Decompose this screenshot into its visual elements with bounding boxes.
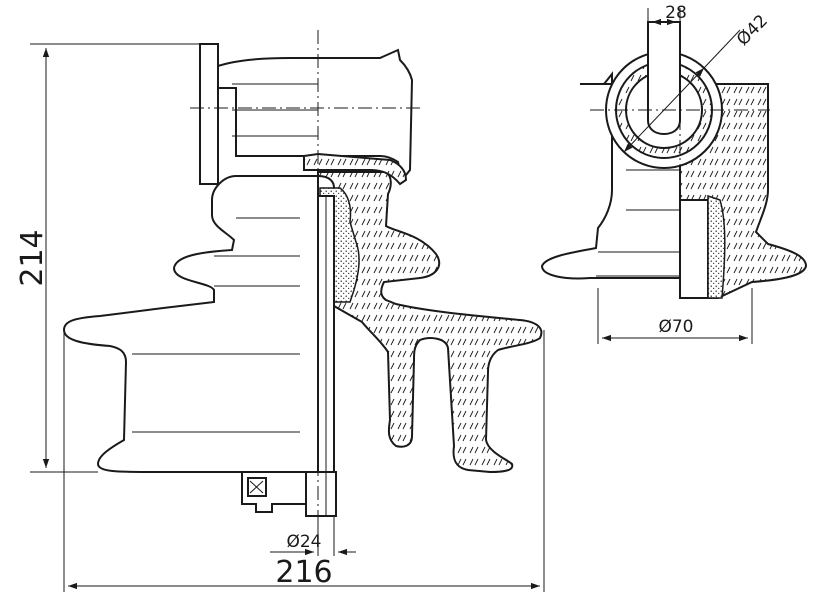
porcelain-section [317, 171, 543, 474]
detail-slot [647, 21, 681, 136]
pin-lower-end [305, 471, 337, 517]
rod-diameter-label: Ø24 [286, 532, 321, 552]
width-label: 216 [275, 555, 332, 590]
top-width-label: 28 [665, 3, 687, 23]
detail-lines [596, 169, 680, 277]
porcelain-body-exterior [62, 175, 319, 473]
top-flange [199, 43, 219, 185]
cap-diameter-label: Ø42 [733, 11, 772, 50]
shed-lines [132, 217, 300, 433]
main-view [62, 30, 543, 530]
bolt-icon [249, 480, 264, 494]
cap-inner-cut [232, 83, 318, 137]
detail-cement [707, 194, 726, 299]
height-dimension: 214 [15, 43, 210, 473]
cement-layer [319, 187, 360, 303]
top-width-dimension: 28 [647, 3, 687, 40]
head-diameter-label: Ø70 [658, 317, 693, 337]
rod-diameter-dimension: Ø24 [270, 516, 356, 556]
top-cap-body [217, 48, 414, 183]
detail-pin [679, 199, 709, 299]
detail-view [540, 20, 808, 300]
cap-section [303, 152, 408, 186]
width-dimension: 216 [63, 330, 545, 592]
height-label: 214 [15, 229, 50, 286]
head-diameter-dimension: Ø70 [597, 288, 753, 344]
